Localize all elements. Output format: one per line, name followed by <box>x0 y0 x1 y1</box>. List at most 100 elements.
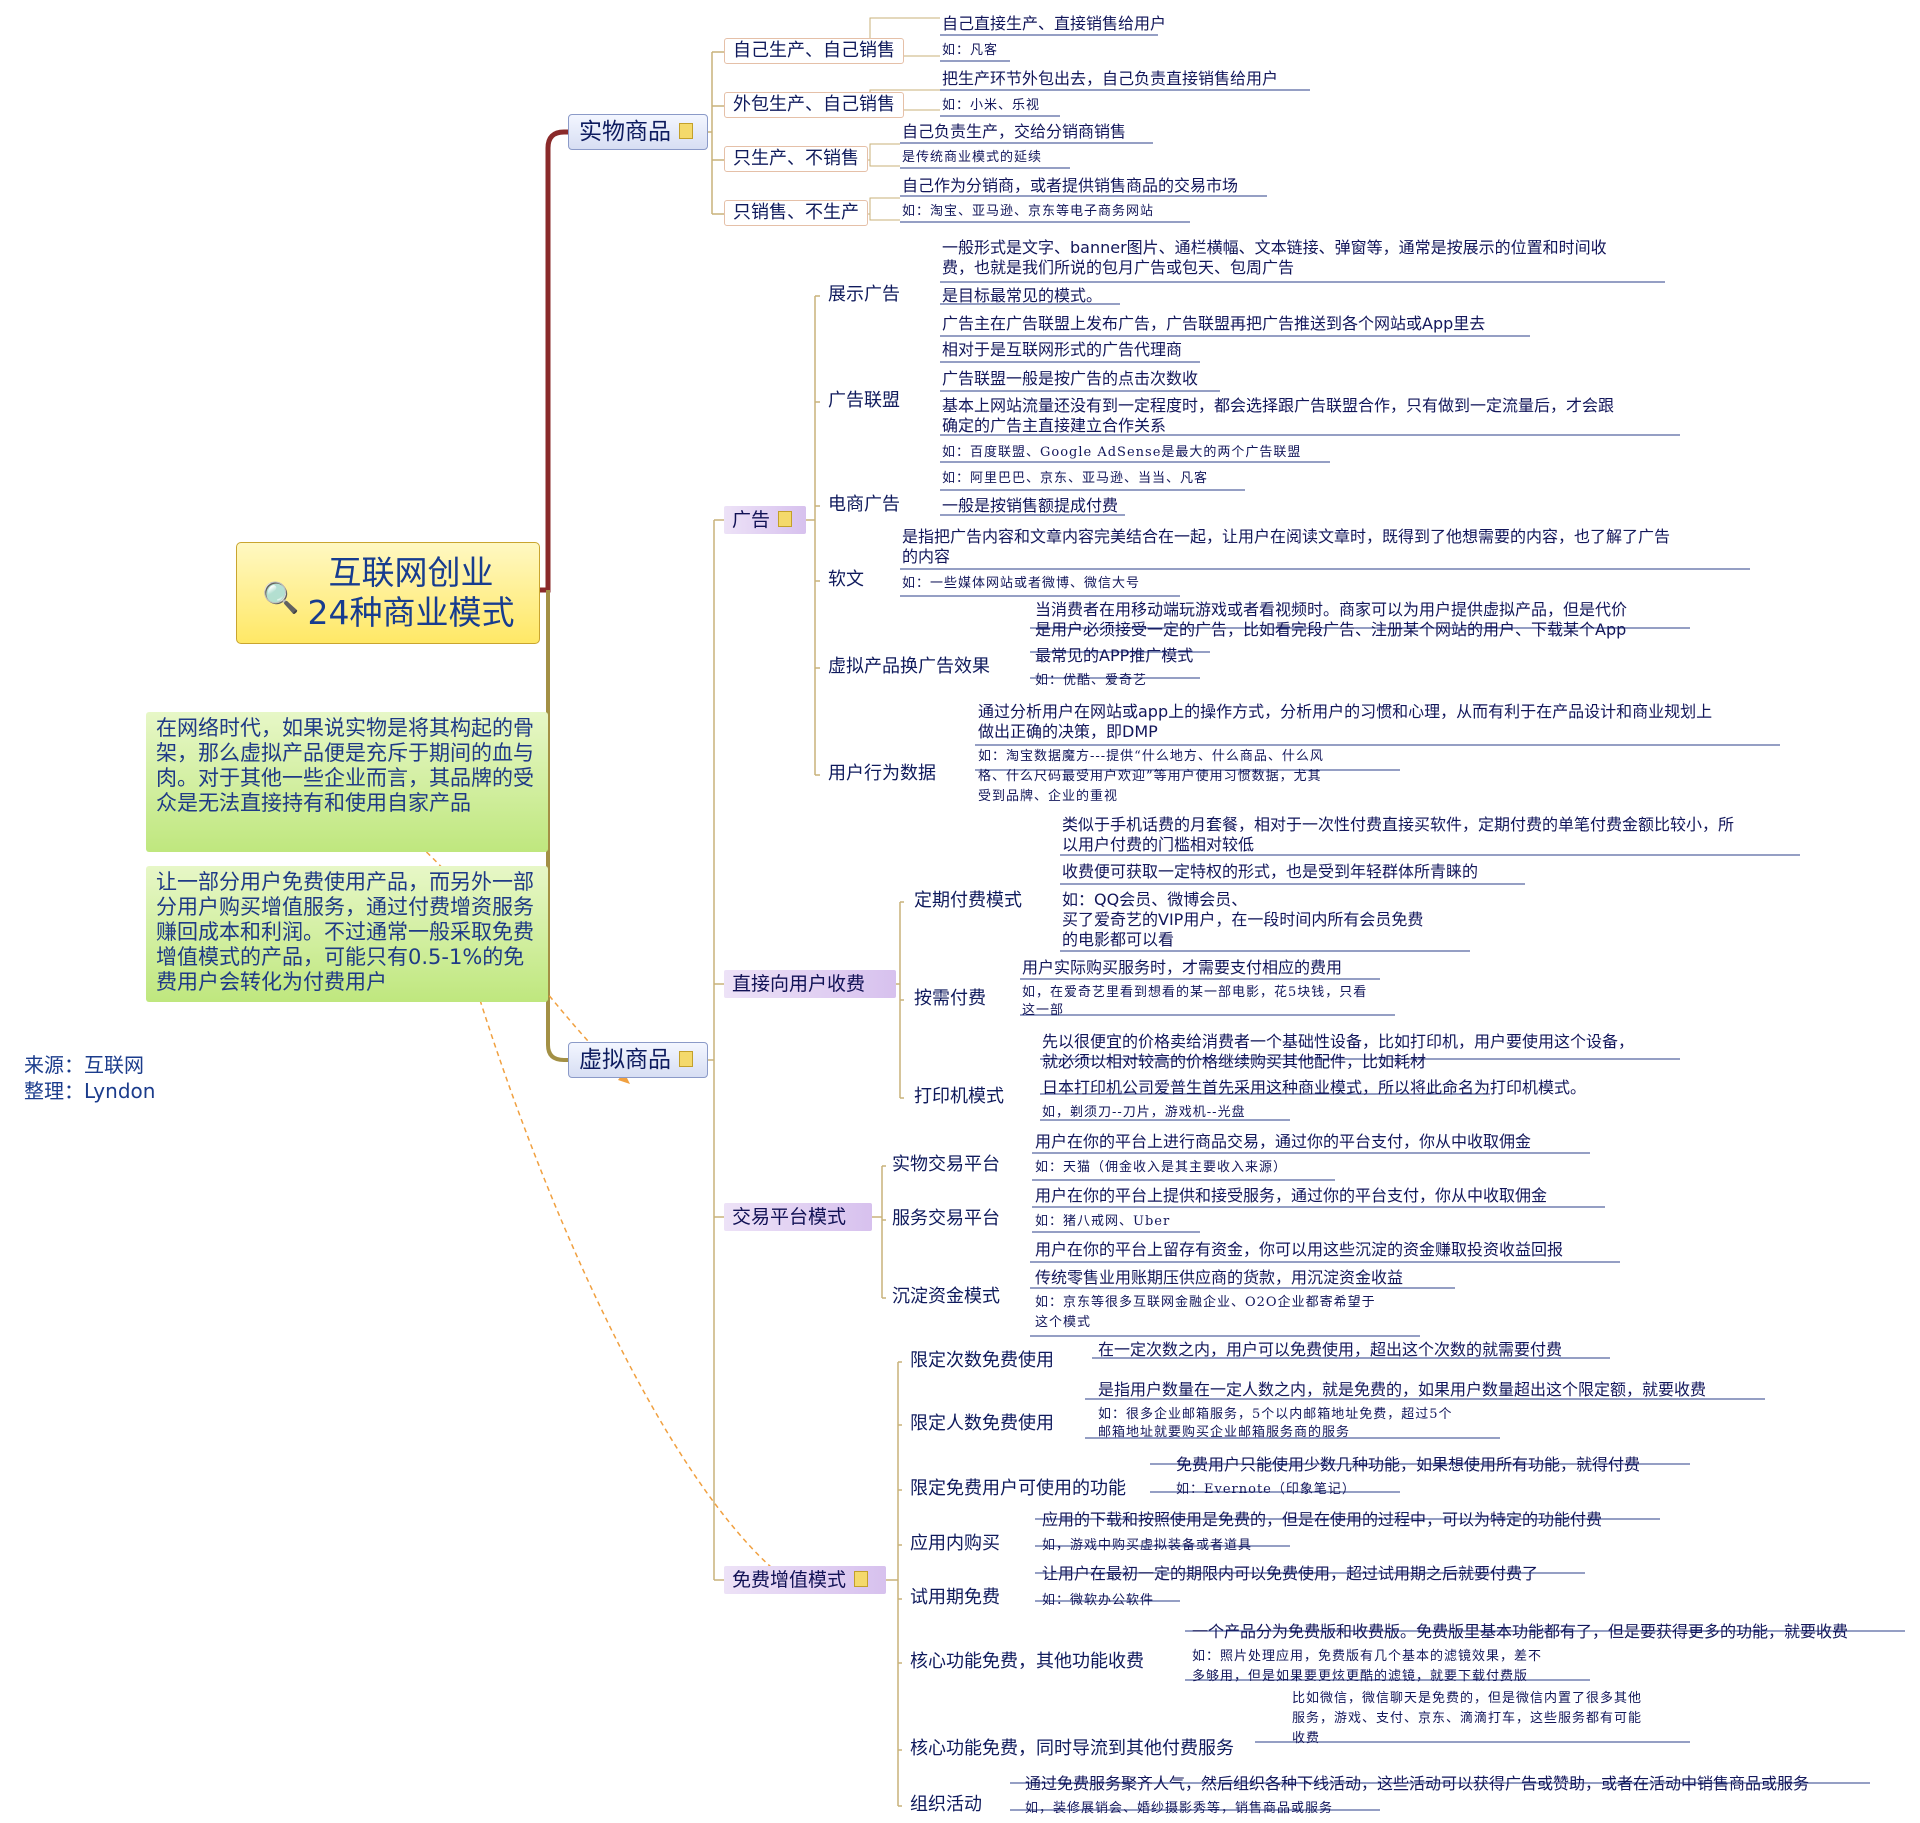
leaf-example: 这一部 <box>1022 1003 1065 1018</box>
leaf-text: 应用的下载和按照使用是免费的，但是在使用的过程中，可以为特定的功能付费 <box>1042 1510 1603 1529</box>
leaf-example: 如：猪八戒网、Uber <box>1035 1214 1171 1229</box>
note-icon: n <box>778 510 793 527</box>
leaf-text: 日本打印机公司爱普生首先采用这种商业模式，所以将此命名为打印机模式。 <box>1042 1078 1587 1097</box>
leaf-example: 如：阿里巴巴、京东、亚马逊、当当、凡客 <box>942 471 1209 486</box>
note-freemium: 让一部分用户免费使用产品，而另外一部分用户购买增值服务，通过付费增资服务赚回成本… <box>146 866 548 1002</box>
leaf-text: 广告联盟一般是按广告的点击次数收 <box>942 369 1199 388</box>
topic-printer-model[interactable]: 打印机模式 <box>914 1086 1004 1107</box>
leaf-example: 如：很多企业邮箱服务，5个以内邮箱地址免费，超过5个 <box>1098 1407 1453 1422</box>
leaf-text: 当消费者在用移动端玩游戏或者看视频时。商家可以为用户提供虚拟产品，但是代价 <box>1035 600 1628 619</box>
leaf-text: 确定的广告主直接建立合作关系 <box>942 416 1167 435</box>
topic-ecommerce-ads[interactable]: 电商广告 <box>828 494 900 515</box>
leaf-text: 如：QQ会员、微博会员、 <box>1062 890 1248 909</box>
leaf-example: 比如微信，微信聊天是免费的，但是微信内置了很多其他 <box>1292 1691 1643 1706</box>
topic-freemium[interactable]: 免费增值模式 n <box>724 1566 886 1594</box>
branch-lines <box>708 51 904 1807</box>
leaf-example: 如：优酷、爱奇艺 <box>1035 673 1148 688</box>
leaf-text: 一个产品分为免费版和收费版。免费版里基本功能都有了，但是要获得更多的功能，就要收… <box>1192 1622 1849 1641</box>
leaf-text: 是指用户数量在一定人数之内，就是免费的，如果用户数量超出这个限定额，就要收费 <box>1098 1380 1707 1399</box>
leaf-example: 如，游戏中购买虚拟装备或者道具 <box>1042 1538 1253 1553</box>
leaf-example: 如：Evernote（印象笔记） <box>1176 1482 1356 1497</box>
source-credit: 来源：互联网 整理：Lyndon <box>24 1052 155 1104</box>
topic-limited-users[interactable]: 限定人数免费使用 <box>910 1413 1054 1434</box>
topic-produce-only[interactable]: 只生产、不销售 <box>724 146 868 172</box>
leaf-text: 做出正确的决策，即DMP <box>978 722 1158 741</box>
topic-float-funds[interactable]: 沉淀资金模式 <box>892 1286 1000 1307</box>
magnifier-icon: 🔍 <box>262 581 300 616</box>
leaf-text: 的电影都可以看 <box>1062 930 1175 949</box>
topic-display-ads[interactable]: 展示广告 <box>828 284 900 305</box>
leaf-text: 在一定次数之内，用户可以免费使用，超出这个次数的就需要付费 <box>1098 1340 1563 1359</box>
leaf-example: 收费 <box>1292 1731 1321 1746</box>
topic-limited-features[interactable]: 限定免费用户可使用的功能 <box>910 1478 1126 1499</box>
topic-goods-platform[interactable]: 实物交易平台 <box>892 1154 1000 1175</box>
leaf-text: 是用户必须接受一定的广告，比如看完段广告、注册某个网站的用户、下载某个App <box>1035 620 1627 639</box>
leaf-example: 如，装修展销会、婚纱摄影秀等，销售商品或服务 <box>1025 1801 1334 1816</box>
topic-label: 免费增值模式 <box>732 1569 847 1591</box>
leaf-text: 用户在你的平台上留存有资金，你可以用这些沉淀的资金赚取投资收益回报 <box>1035 1240 1564 1259</box>
topic-free-trial[interactable]: 试用期免费 <box>910 1587 1000 1608</box>
leaf-text: 通过分析用户在网站或app上的操作方式，分析用户的习惯和心理，从而有利于在产品设… <box>978 702 1713 721</box>
leaf-example: 服务，游戏、支付、京东、滴滴打车，这些服务都有可能 <box>1292 1711 1643 1726</box>
leaf-text: 通过免费服务聚齐人气，然后组织各种下线活动，这些活动可以获得广告或赞助，或者在活… <box>1025 1774 1810 1793</box>
leaf-text: 费，也就是我们所说的包月广告或包天、包周广告 <box>942 258 1295 277</box>
leaf-example: 如：百度联盟、Google AdSense是最大的两个广告联盟 <box>942 445 1302 460</box>
topic-limited-times[interactable]: 限定次数免费使用 <box>910 1350 1054 1371</box>
leaf-example: 受到品牌、企业的重视 <box>978 789 1119 804</box>
topic-trading-platform[interactable]: 交易平台模式 <box>724 1203 872 1231</box>
topic-outsource-self-sell[interactable]: 外包生产、自己销售 <box>724 92 904 118</box>
note-icon: n <box>854 1570 869 1587</box>
leaf-example: 如：凡客 <box>942 43 999 58</box>
note-virtual-products: 在网络时代，如果说实物是将其构起的骨架，那么虚拟产品便是充斥于期间的血与肉。对于… <box>146 712 548 852</box>
leaf-text: 类似于手机话费的月套餐，相对于一次性付费直接买软件，定期付费的单笔付费金额比较小… <box>1062 815 1735 834</box>
leaf-text: 用户在你的平台上进行商品交易，通过你的平台支付，你从中收取佣金 <box>1035 1132 1532 1151</box>
leaf-example: 如，在爱奇艺里看到想看的某一部电影，花5块钱，只看 <box>1022 985 1368 1000</box>
topic-sell-only[interactable]: 只销售、不生产 <box>724 200 868 226</box>
topic-organize-events[interactable]: 组织活动 <box>910 1794 982 1815</box>
topic-advertorial[interactable]: 软文 <box>828 569 864 590</box>
topic-core-free-others-paid[interactable]: 核心功能免费，其他功能收费 <box>910 1651 1144 1672</box>
topic-subscription[interactable]: 定期付费模式 <box>914 890 1022 911</box>
topic-in-app-purchase[interactable]: 应用内购买 <box>910 1533 1000 1554</box>
central-topic[interactable]: 🔍 互联网创业 24种商业模式 <box>236 542 540 644</box>
topic-core-free-divert-paid[interactable]: 核心功能免费，同时导流到其他付费服务 <box>910 1738 1234 1759</box>
leaf-example: 这个模式 <box>1035 1315 1092 1330</box>
topic-user-behavior-data[interactable]: 用户行为数据 <box>828 763 936 784</box>
source-line: 来源：互联网 <box>24 1053 144 1077</box>
leaf-text: 用户实际购买服务时，才需要支付相应的费用 <box>1022 958 1343 977</box>
leaf-text: 把生产环节外包出去，自己负责直接销售给用户 <box>942 69 1279 88</box>
leaf-example: 如：淘宝数据魔方---提供“什么地方、什么商品、什么风 <box>978 749 1324 764</box>
central-title-line2: 24种商业模式 <box>307 593 515 632</box>
leaf-example: 是传统商业模式的延续 <box>902 150 1043 165</box>
leaf-text: 收费便可获取一定特权的形式，也是受到年轻群体所青睐的 <box>1062 862 1479 881</box>
topic-advertising[interactable]: 广告 n <box>724 506 806 534</box>
topic-pay-on-demand[interactable]: 按需付费 <box>914 988 986 1009</box>
leaf-text: 一般是按销售额提成付费 <box>942 496 1119 515</box>
organizer-line: 整理：Lyndon <box>24 1079 156 1103</box>
leaf-underlines <box>900 34 1905 1811</box>
topic-label: 广告 <box>732 509 771 531</box>
leaf-example: 如：一些媒体网站或者微博、微信大号 <box>902 576 1141 591</box>
note-icon: n <box>679 122 693 139</box>
main-topic-physical[interactable]: 实物商品n <box>568 114 708 150</box>
leaf-text: 自己直接生产、直接销售给用户 <box>942 14 1167 33</box>
leaf-example: 多够用，但是如果要更炫更酷的滤镜，就要下载付费版 <box>1192 1669 1529 1684</box>
leaf-example: 如：微软办公软件 <box>1042 1593 1155 1608</box>
central-title-line1: 互联网创业 <box>328 553 494 592</box>
topic-service-platform[interactable]: 服务交易平台 <box>892 1208 1000 1229</box>
topic-self-produce-self-sell[interactable]: 自己生产、自己销售 <box>724 38 904 64</box>
leaf-text: 的内容 <box>902 547 951 566</box>
topic-ad-network[interactable]: 广告联盟 <box>828 390 900 411</box>
leaf-text: 广告主在广告联盟上发布广告，广告联盟再把广告推送到各个网站或App里去 <box>942 314 1486 333</box>
leaf-example: 如：小米、乐视 <box>942 98 1041 113</box>
main-topic-virtual[interactable]: 虚拟商品n <box>568 1042 708 1078</box>
leaf-text: 以用户付费的门槛相对较低 <box>1062 835 1255 854</box>
leaf-text: 买了爱奇艺的VIP用户，在一段时间内所有会员免费 <box>1062 910 1424 929</box>
leaf-example: 如，剃须刀--刀片，游戏机--光盘 <box>1042 1105 1246 1120</box>
topic-virtual-product-for-ads[interactable]: 虚拟产品换广告效果 <box>828 656 990 677</box>
topic-direct-charge[interactable]: 直接向用户收费 <box>724 970 896 998</box>
leaf-text: 一般形式是文字、banner图片、通栏横幅、文本链接、弹窗等，通常是按展示的位置… <box>942 238 1607 257</box>
leaf-example: 邮箱地址就要购买企业邮箱服务商的服务 <box>1098 1425 1351 1440</box>
leaf-example: 如：照片处理应用，免费版有几个基本的滤镜效果，差不 <box>1192 1649 1543 1664</box>
